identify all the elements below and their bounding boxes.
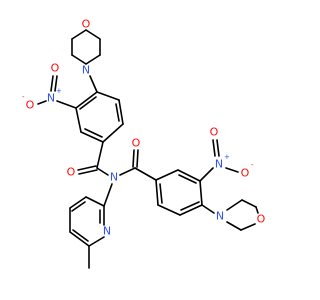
atom-n-nitro-2: N (215, 158, 223, 171)
atom-n-morpholine-1: N (82, 64, 90, 77)
atom-n-amide: N (110, 171, 118, 184)
atom-o-nitro-2-double: O (210, 126, 219, 139)
atom-n-pyridine: N (103, 225, 111, 238)
atom-o-carbonyl-2: O (132, 137, 141, 150)
atom-o-nitro-1-single: O (26, 99, 35, 112)
molecule-structure: O N N + O - O O N O N + O - O N O N (22, 18, 266, 269)
molecule-drawing: O N N + O - O O N O N + O - O N O N (22, 18, 266, 269)
atom-label-layer: O N N + O - O O N O N + O - O N O N (22, 18, 266, 238)
atom-o-morpholine-2: O (257, 213, 266, 226)
atom-o-morpholine-1: O (82, 18, 91, 31)
charge-minus-nitro-1: - (22, 93, 25, 101)
charge-minus-nitro-2: - (251, 161, 254, 169)
atom-n-morpholine-2: N (216, 210, 224, 223)
charge-plus-nitro-2: + (224, 153, 230, 161)
atom-o-nitro-2-single: O (241, 167, 250, 180)
bond-layer (37, 29, 259, 269)
atom-o-carbonyl-1: O (67, 166, 76, 179)
charge-plus-nitro-1: + (56, 87, 62, 95)
atom-n-nitro-1: N (47, 92, 55, 105)
atom-o-nitro-1-double: O (51, 62, 60, 75)
